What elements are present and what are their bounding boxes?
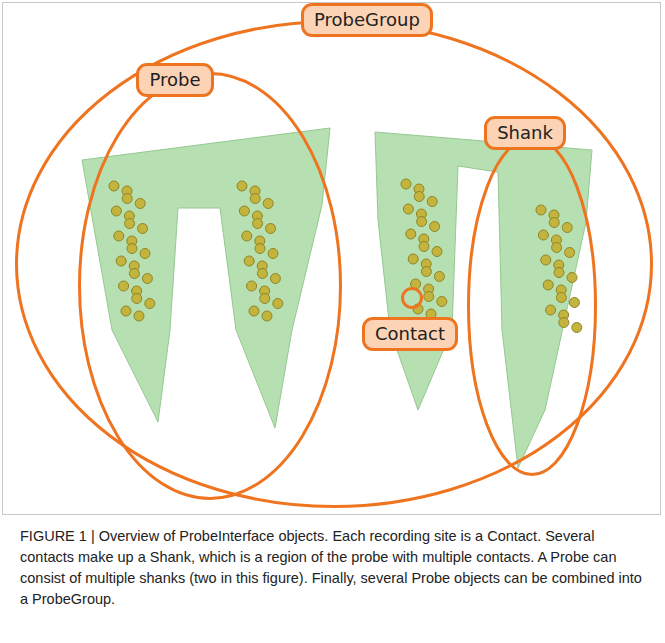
contact-dot	[142, 274, 152, 284]
outline	[401, 287, 423, 309]
contact-dot	[273, 299, 283, 309]
contact-dot	[109, 181, 119, 191]
contact-dot	[401, 179, 411, 189]
contact-dot	[140, 249, 150, 259]
contact-dot	[552, 243, 562, 253]
group-ellipse: ProbeGroupProbeShankContact	[15, 20, 653, 508]
contact-dot	[253, 219, 263, 229]
contact-dot	[543, 280, 553, 290]
contact-dot	[127, 244, 137, 254]
contact-dot	[132, 294, 142, 304]
contact-dot	[403, 204, 413, 214]
contact-dots	[109, 179, 582, 333]
figure-caption: FIGURE 1 | Overview of ProbeInterface ob…	[20, 526, 646, 610]
contact-dot	[250, 194, 260, 204]
object-label: ProbeGroup	[301, 3, 433, 37]
contact-dot	[257, 269, 267, 279]
contact-dot	[559, 318, 569, 328]
contact-dot	[119, 281, 129, 291]
contact-dot	[549, 218, 559, 228]
contact-dot	[538, 230, 548, 240]
contact-dot	[121, 306, 131, 316]
contact-dot	[556, 293, 566, 303]
outline	[15, 20, 653, 508]
object-label: Probe	[136, 63, 213, 97]
contact-dot	[239, 206, 249, 216]
contact-dot	[569, 298, 579, 308]
contact-dot	[554, 268, 564, 278]
contact-dot	[406, 229, 416, 239]
contact-dot	[266, 224, 276, 234]
contact-dot	[567, 273, 577, 283]
contact-dot	[134, 311, 144, 321]
contact-dot	[268, 249, 278, 259]
contact-dot	[434, 272, 444, 282]
contact-circle: Contact	[401, 287, 423, 309]
contact-dot	[129, 269, 139, 279]
contact-dot	[242, 231, 252, 241]
contact-dot	[546, 305, 556, 315]
outline	[467, 136, 597, 476]
contact-dot	[135, 199, 145, 209]
contact-dot	[247, 281, 257, 291]
contact-dot	[262, 311, 272, 321]
contact-dot	[417, 217, 427, 227]
contact-dot	[572, 323, 582, 333]
contact-dot	[237, 181, 247, 191]
contact-dot	[414, 192, 424, 202]
contact-dot	[562, 223, 572, 233]
contact-dot	[263, 199, 273, 209]
contact-dot	[565, 248, 575, 258]
contact-dot	[122, 194, 132, 204]
contact-dot	[114, 231, 124, 241]
contact-dot	[427, 197, 437, 207]
contact-dot	[541, 255, 551, 265]
contact-dot	[138, 224, 148, 234]
shank-ellipse: Shank	[467, 136, 597, 476]
object-label: Shank	[484, 116, 566, 150]
probe-ellipse: Probe	[78, 72, 342, 500]
contact-dot	[432, 247, 442, 257]
contact-dot	[260, 294, 270, 304]
contact-dot	[116, 256, 126, 266]
object-label: Contact	[362, 317, 458, 351]
contact-dot	[249, 306, 259, 316]
probe-body	[82, 128, 330, 428]
contact-dot	[424, 292, 434, 302]
contact-dot	[437, 297, 447, 307]
contact-dot	[419, 242, 429, 252]
contact-dot	[270, 274, 280, 284]
contact-dot	[111, 206, 121, 216]
contact-dot	[408, 254, 418, 264]
contact-dot	[125, 219, 135, 229]
contact-dot	[255, 244, 265, 254]
contact-dot	[536, 205, 546, 215]
contact-dot	[430, 222, 440, 232]
contact-dot	[421, 267, 431, 277]
outline	[78, 72, 342, 500]
contact-dot	[244, 256, 254, 266]
contact-dot	[145, 299, 155, 309]
